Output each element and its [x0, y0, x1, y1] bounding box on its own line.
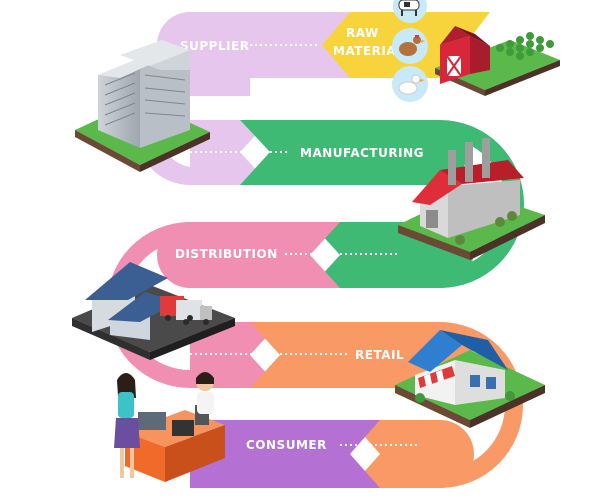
warehouse: [72, 262, 235, 360]
cashier-figure: [196, 372, 214, 414]
factory: [398, 138, 545, 260]
retail-shop: [395, 330, 545, 428]
label-consumer: CONSUMER: [246, 438, 327, 452]
customer-figure: [114, 373, 140, 478]
label-material: MATERIAL: [333, 44, 404, 58]
farm-barn: [435, 26, 560, 96]
cow-icon: [393, 0, 427, 23]
label-manufacturing: MANUFACTURING: [300, 146, 424, 160]
label-raw: RAW: [346, 26, 379, 40]
band-consumer: [190, 420, 380, 488]
band-retail-to-consumer: [350, 420, 474, 488]
duck-icon: [392, 66, 428, 102]
dotted-connectors: [180, 44, 420, 446]
label-supplier: SUPPLIER: [180, 39, 250, 53]
checkout-scene: [114, 372, 225, 482]
supplier-building: [75, 40, 210, 172]
band-supplier: [157, 12, 350, 78]
label-distribution: DISTRIBUTION: [175, 247, 278, 261]
chicken-icon: [392, 28, 428, 64]
label-retail: RETAIL: [355, 348, 404, 362]
